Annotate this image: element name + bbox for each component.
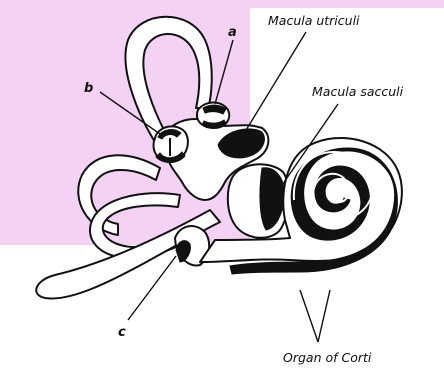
label-b: b	[84, 81, 93, 96]
label-a: a	[228, 25, 237, 40]
leader-organ-of-corti-1	[300, 290, 318, 342]
label-macula-utriculi: Macula utriculi	[268, 13, 360, 28]
leader-a	[215, 40, 233, 104]
label-organ-of-corti: Organ of Corti	[283, 350, 372, 365]
leader-macula-utriculi	[240, 32, 306, 140]
label-macula-sacculi: Macula sacculi	[312, 84, 404, 99]
label-c: c	[118, 325, 126, 340]
leader-organ-of-corti-2	[318, 290, 330, 342]
